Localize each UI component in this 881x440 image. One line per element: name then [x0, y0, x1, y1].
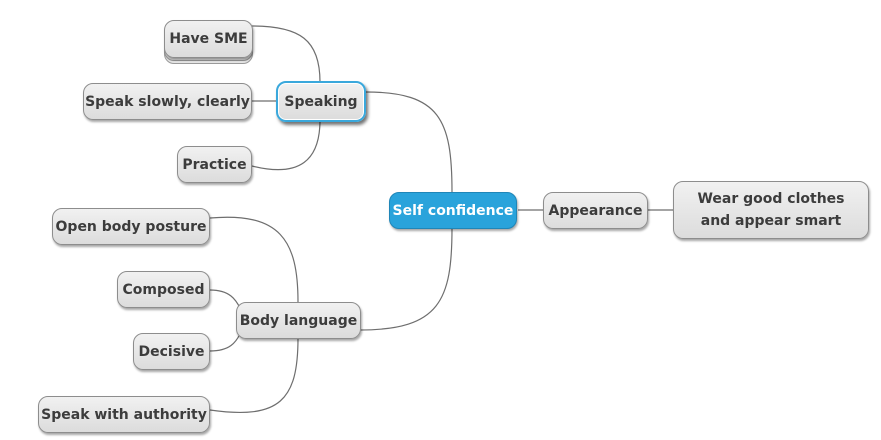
node-wear-good-clothes-label: Wear good clothes and appear smart: [697, 191, 845, 229]
node-have-sme[interactable]: Have SME: [164, 20, 253, 58]
node-speak-slowly[interactable]: Speak slowly, clearly: [83, 83, 252, 120]
node-self-confidence[interactable]: Self confidence: [389, 192, 517, 229]
link-speaking-have-sme: [251, 25, 321, 83]
link-central-body-language: [359, 227, 453, 331]
node-appearance-label: Appearance: [548, 202, 643, 219]
link-body-speak-authority: [209, 337, 299, 414]
node-speak-with-authority-label: Speak with authority: [41, 406, 207, 423]
node-decisive[interactable]: Decisive: [133, 333, 210, 370]
node-composed-label: Composed: [122, 281, 205, 298]
node-open-body-posture-label: Open body posture: [55, 218, 207, 235]
node-self-confidence-label: Self confidence: [392, 202, 514, 219]
node-practice-label: Practice: [182, 156, 247, 173]
link-body-composed: [209, 289, 241, 309]
node-decisive-label: Decisive: [138, 343, 205, 360]
node-body-language-label: Body language: [239, 312, 358, 329]
node-speak-with-authority[interactable]: Speak with authority: [38, 396, 210, 433]
link-speaking-practice: [251, 119, 321, 171]
link-central-speaking: [365, 91, 453, 193]
node-appearance[interactable]: Appearance: [543, 192, 648, 229]
node-have-sme-label: Have SME: [169, 31, 248, 47]
node-speaking-label: Speaking: [284, 93, 358, 110]
node-open-body-posture[interactable]: Open body posture: [52, 208, 210, 245]
node-practice[interactable]: Practice: [177, 146, 252, 183]
link-body-decisive: [209, 333, 241, 352]
node-speak-slowly-label: Speak slowly, clearly: [85, 93, 250, 110]
node-composed[interactable]: Composed: [117, 271, 210, 308]
node-body-language[interactable]: Body language: [236, 302, 361, 339]
node-wear-good-clothes[interactable]: Wear good clothes and appear smart: [673, 181, 869, 239]
node-speaking[interactable]: Speaking: [276, 81, 366, 122]
link-body-open-posture: [209, 216, 299, 303]
